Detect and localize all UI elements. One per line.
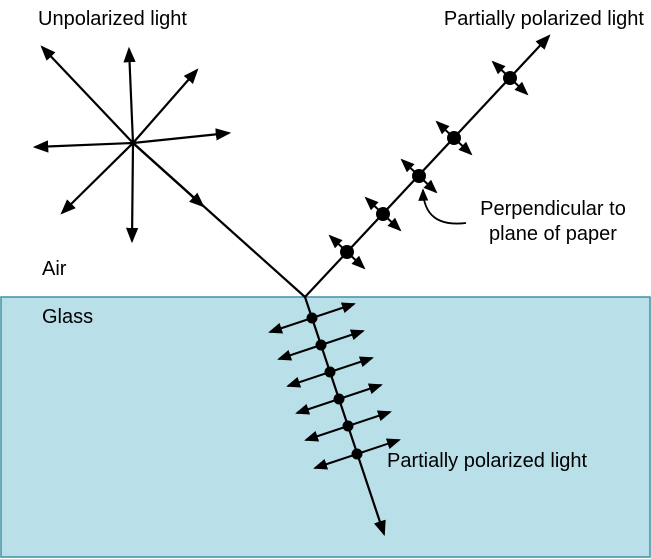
air-label: Air [42, 258, 67, 280]
unpolarized-star [32, 45, 232, 244]
polarization-dot [306, 312, 318, 324]
star-ray-down [125, 142, 139, 244]
perpendicular-note-line2: plane of paper [489, 223, 617, 245]
polarization-dot [333, 393, 345, 405]
polarization-dot [342, 420, 354, 432]
polarization-dot [447, 131, 461, 145]
star-ray-up-left [40, 45, 134, 144]
star-ray-right [132, 128, 232, 145]
star-ray-left [32, 140, 134, 153]
reflected-ray [304, 34, 551, 298]
polarization-dot [376, 207, 390, 221]
partially-polarized-refracted-label: Partially polarized light [387, 450, 588, 472]
glass-region [0, 296, 651, 558]
polarization-dot [351, 448, 363, 460]
perpendicular-note-pointer-arrow [418, 188, 467, 225]
star-ray-up [123, 46, 136, 144]
perpendicular-note-line1: Perpendicular to [480, 198, 626, 220]
polarization-dot [340, 245, 354, 259]
polarization-dot [324, 366, 336, 378]
polarization-dot [412, 169, 426, 183]
refracted-ray [268, 296, 401, 537]
star-ray-down-left [60, 142, 134, 215]
incident-ray-arrowhead [132, 142, 205, 208]
polarization-dot [315, 339, 327, 351]
incident-ray [132, 142, 306, 298]
polarization-dot [503, 71, 517, 85]
glass-label: Glass [42, 306, 93, 328]
unpolarized-light-label: Unpolarized light [38, 8, 187, 30]
star-ray-up-right [132, 68, 199, 144]
partially-polarized-reflected-label: Partially polarized light [444, 8, 645, 30]
